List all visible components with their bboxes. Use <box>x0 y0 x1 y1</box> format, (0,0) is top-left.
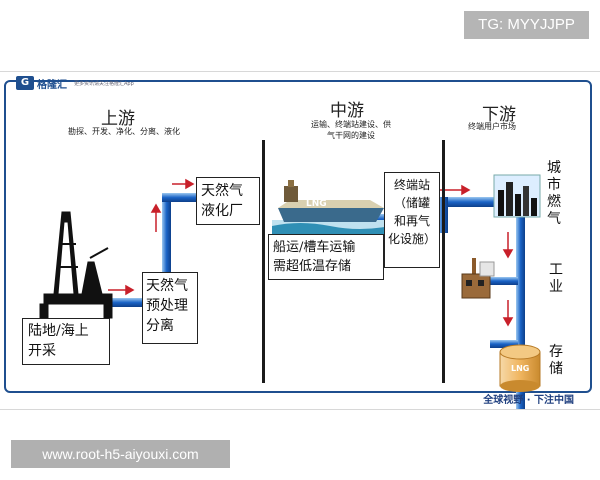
terminal-line2: （储罐 <box>393 196 430 210</box>
logo-icon: G <box>16 76 34 90</box>
midstream-subtitle-line2: 气干网的建设 <box>327 131 375 140</box>
oil-rig-icon <box>39 211 113 319</box>
lng-ship-icon <box>272 180 390 234</box>
terminal-line3: 和再气 <box>393 214 430 228</box>
extraction-line2: 开采 <box>28 343 56 359</box>
brand-logo: G 格隆汇 <box>16 75 67 91</box>
terminal-box: 终端站 （储罐 和再气 化设施） <box>384 172 440 268</box>
midstream-downstream-divider <box>442 140 445 383</box>
logo-subtitle: 更多资讯请关注格隆汇App <box>74 81 134 87</box>
pretreatment-box: 天然气 预处理 分离 <box>142 272 198 344</box>
ship-label: LNG <box>306 199 327 209</box>
diagram-graphics <box>39 174 541 409</box>
terminal-line4: 化设施） <box>388 232 437 246</box>
site-watermark: www.root-h5-aiyouxi.com <box>11 440 230 468</box>
lng-chain-diagram: G 格隆汇 更多资讯请关注格隆汇App <box>0 71 600 410</box>
downstream-subtitle: 终端用户市场 <box>468 122 516 131</box>
midstream-subtitle-line1: 运输、终端站建设、供 <box>311 120 391 129</box>
terminal-line1: 终端站 <box>393 178 430 192</box>
logo-text: 格隆汇 <box>37 79 67 91</box>
extraction-box: 陆地/海上 开采 <box>22 318 110 365</box>
liquefaction-box: 天然气 液化厂 <box>196 177 260 225</box>
city-icon <box>493 174 541 218</box>
shipping-box: 船运/槽车运输 需超低温存储 <box>268 234 384 280</box>
factory-icon <box>461 258 495 299</box>
industry-label: 工业 <box>549 262 563 295</box>
pretreatment-line2: 预处理 <box>146 298 188 314</box>
tg-watermark: TG: MYYJJPP <box>464 11 589 39</box>
shipping-line1: 船运/槽车运输 <box>273 240 356 255</box>
pretreatment-line3: 分离 <box>146 318 174 334</box>
flow-arrows <box>108 178 514 327</box>
lng-tank-icon <box>499 344 541 392</box>
city-gas-label: 城市燃气 <box>547 160 561 227</box>
pretreatment-line1: 天然气 <box>146 278 188 294</box>
upstream-subtitle: 勘探、开发、净化、分离、液化 <box>68 127 180 136</box>
storage-label: 存储 <box>549 344 563 377</box>
credit-text: 全球视野 · 下注中国 <box>483 395 574 406</box>
midstream-title: 中游 <box>330 101 364 121</box>
liquefaction-line1: 天然气 <box>201 183 243 199</box>
shipping-line2: 需超低温存储 <box>273 259 352 274</box>
upstream-title: 上游 <box>101 109 135 129</box>
downstream-title: 下游 <box>482 105 516 125</box>
tank-label: LNG <box>511 364 530 373</box>
diagram-frame <box>4 80 592 393</box>
extraction-line1: 陆地/海上 <box>28 323 89 339</box>
upstream-midstream-divider <box>262 140 265 383</box>
liquefaction-line2: 液化厂 <box>201 203 243 219</box>
